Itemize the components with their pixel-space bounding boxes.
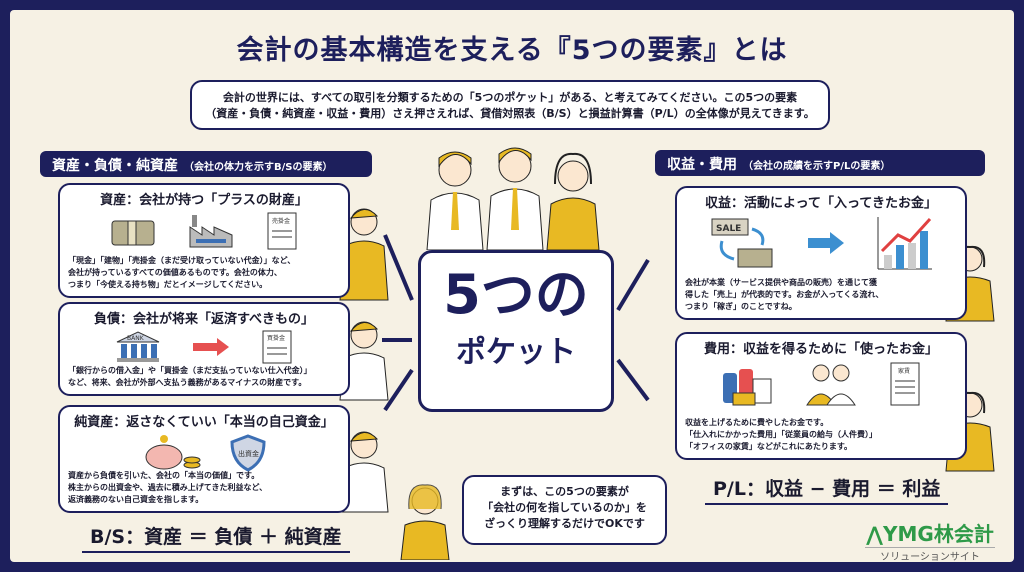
pl-section-header: 収益・費用 （会社の成績を示すP/Lの要素） <box>655 150 985 176</box>
center-subtitle: ポケット <box>456 335 576 370</box>
doc-label: 売掛金 <box>272 217 290 225</box>
guide-speech-bubble: まずは、この5つの要素が 「会社の何を指しているのか」を ざっくり理解するだけで… <box>462 475 667 545</box>
presenter-woman-icon <box>546 152 600 250</box>
bs-header-title: 資産・負債・純資産 <box>52 158 178 174</box>
bank-icon: BANK <box>116 331 160 362</box>
arrow-icon <box>616 258 650 312</box>
desc-line: 株主からの出資金や、過去に積み上げてきた利益など、 <box>68 483 268 492</box>
presenter-man-icon <box>339 431 389 513</box>
arrow-icon <box>383 234 414 301</box>
infographic-frame: 会計の基本構造を支える『5つの要素』とは 会計の世界には、すべての取引を分類する… <box>10 10 1014 563</box>
guide-woman-icon <box>400 484 450 560</box>
bs-formula: B/S：資産 ＝ 負債 ＋ 純資産 <box>82 522 350 553</box>
desc-line: 「仕入れにかかった費用」「従業員の給与（人件費）」 <box>685 430 877 439</box>
desc-line: 「銀行からの借入金」や「買掛金（まだ支払っていない仕入代金）」 <box>68 366 312 375</box>
desc-line: など、将来、会社が外部へ支払う義務があるマイナスの財産です。 <box>68 378 307 387</box>
desc-line: つまり「稼ぎ」のことですね。 <box>685 302 797 311</box>
asset-card: 資産：会社が持つ「プラスの財産」 売掛金 「現金」「建物」「売掛金（まだ受け取っ… <box>58 183 350 298</box>
asset-description: 「現金」「建物」「売掛金（まだ受け取っていない代金）」など、会社が持っているすべ… <box>68 255 295 291</box>
expense-description: 収益を上げるために費やしたお金です。「仕入れにかかった費用」「従業員の給与（人件… <box>685 417 877 453</box>
desc-line: つまり「今使える持ち物」だとイメージしてください。 <box>68 280 268 289</box>
five-pockets-box: 5つの ポケット <box>418 250 614 412</box>
desc-line: 「現金」「建物」「売掛金（まだ受け取っていない代金）」など、 <box>68 256 296 265</box>
pl-header-sub: （会社の成績を示すP/Lの要素） <box>743 161 891 172</box>
logo-subtitle: ソリューションサイト <box>865 547 995 563</box>
desc-line: 収益を上げるために費やしたお金です。 <box>685 418 829 427</box>
intro-line: 会計の世界には、すべての取引を分類するための「5つのポケット」がある、と考えてみ… <box>222 91 798 104</box>
presenter-man-icon <box>486 147 544 250</box>
cash-stack-icon <box>111 220 155 246</box>
asset-title: 資産：会社が持つ「プラスの財産」 <box>100 193 308 208</box>
revenue-card: 収益：活動によって「入ってきたお金」 SALE 会社が本業（サービス提供や商品の… <box>675 186 967 320</box>
desc-line: 返済義務のない自己資金を指します。 <box>68 495 204 504</box>
net-assets-card: 純資産：返さなくていい「本当の自己資金」 出資金 資産から負債を引いた、会社の「… <box>58 405 350 513</box>
center-title: 5つの <box>443 263 589 326</box>
presenters-illustration <box>426 147 600 250</box>
bubble-line: 「会社の何を指しているのか」を <box>482 501 647 514</box>
expense-title: 費用：収益を得るために「使ったお金」 <box>703 342 938 357</box>
growth-chart-icon <box>877 217 932 270</box>
flow-arrows <box>382 234 650 412</box>
blue-arrow-icon <box>808 232 844 254</box>
bank-label: BANK <box>127 335 145 342</box>
rent-bill-icon: 家賃 <box>890 362 920 406</box>
red-arrow-icon <box>193 338 229 356</box>
logo-text: YMG林会計 <box>883 522 994 546</box>
logo-mark-icon: ⋀ <box>866 522 884 546</box>
revenue-title: 収益：活動によって「入ってきたお金」 <box>705 196 937 211</box>
revenue-description: 会社が本業（サービス提供や商品の販売）を通じて獲得した「売上」が代表的です。お金… <box>685 277 883 313</box>
liability-title: 負債：会社が将来「返済すべきもの」 <box>93 312 315 327</box>
arrow-icon <box>383 368 414 412</box>
bubble-line: ざっくり理解するだけでOKです <box>484 517 645 530</box>
pl-formula: P/L：収益 − 費用 ＝ 利益 <box>705 474 949 505</box>
liability-card: 負債：会社が将来「返済すべきもの」 BANK 買掛金 「銀行からの借入金」や「買… <box>58 302 350 396</box>
desc-line: 得した「売上」が代表的です。お金が入ってくる流れ、 <box>685 290 884 299</box>
arrow-icon <box>616 358 650 402</box>
desc-line: 会社が持っているすべての価値あるものです。会社の体力、 <box>68 268 282 277</box>
presenter-man-icon <box>426 151 484 250</box>
desc-line: 資産から負債を引いた、会社の「本当の価値」です。 <box>68 471 260 480</box>
liability-description: 「銀行からの借入金」や「買掛金（まだ支払っていない仕入代金）」など、将来、会社が… <box>68 365 312 389</box>
page-title: 会計の基本構造を支える『5つの要素』とは <box>236 35 788 66</box>
shield-icon: 出資金 <box>230 434 266 472</box>
sale-label: SALE <box>716 224 741 234</box>
expense-card: 費用：収益を得るために「使ったお金」 家賃 収益を上げるために費やしたお金です。… <box>675 332 967 460</box>
net-assets-title: 純資産：返さなくていい「本当の自己資金」 <box>74 415 334 430</box>
bs-section-header: 資産・負債・純資産 （会社の体力を示すB/Sの要素） <box>40 151 372 177</box>
left-presenters <box>339 208 389 513</box>
presenter-man-icon <box>339 321 389 401</box>
bubble-line: まずは、この5つの要素が <box>500 485 629 498</box>
factory-icon <box>189 215 233 248</box>
logo-name: ⋀YMG林会計 <box>855 518 1005 547</box>
piggy-bank-icon <box>145 435 201 470</box>
supplies-icon <box>723 369 772 406</box>
net-assets-description: 資産から負債を引いた、会社の「本当の価値」です。株主からの出資金や、過去に積み上… <box>68 470 267 506</box>
payable-document-icon: 買掛金 <box>262 330 292 364</box>
employees-icon <box>806 364 856 406</box>
doc-label: 買掛金 <box>267 334 285 342</box>
sale-cycle-icon: SALE <box>711 218 773 268</box>
ymg-logo: ⋀YMG林会計 ソリューションサイト <box>855 518 1005 563</box>
intro-bubble: 会計の世界には、すべての取引を分類するための「5つのポケット」がある、と考えてみ… <box>190 80 830 130</box>
bs-header-sub: （会社の体力を示すB/Sの要素） <box>184 162 333 173</box>
intro-line: （資産・負債・純資産・収益・費用）さえ押さえれば、貸借対照表（B/S）と損益計算… <box>205 107 815 120</box>
shield-label: 出資金 <box>238 449 259 458</box>
doc-label: 家賃 <box>898 367 910 375</box>
pl-header-title: 収益・費用 <box>667 157 737 173</box>
desc-line: 「オフィスの家賃」などがこれにあたります。 <box>685 442 853 451</box>
receivable-document-icon: 売掛金 <box>267 212 297 250</box>
desc-line: 会社が本業（サービス提供や商品の販売）を通じて獲 <box>685 278 877 287</box>
